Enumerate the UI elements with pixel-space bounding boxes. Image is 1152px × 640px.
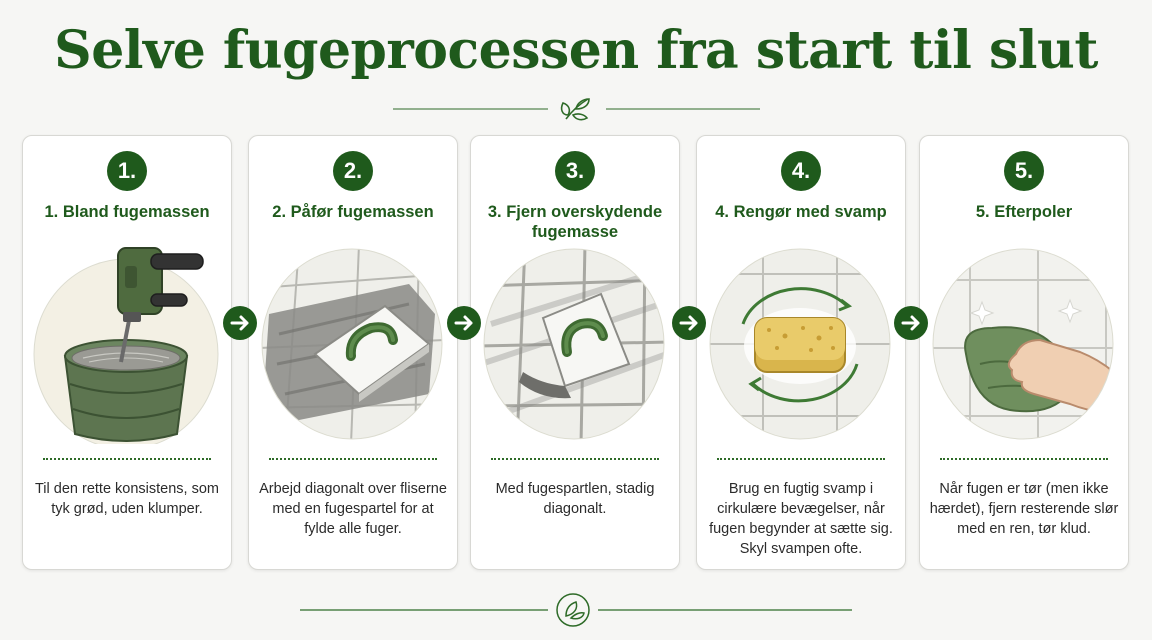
page-title: Selve fugeprocessen fra start til slut [54,20,1098,81]
dotted-separator [491,458,659,460]
arrow-right-circle-icon [447,306,481,340]
step-card-4: 4. 4. Rengør med svamp Brug en fugtig sv… [696,135,906,570]
step-number-badge: 2. [333,151,373,191]
hand-cloth-polishing-illustration [932,248,1114,440]
dotted-separator [269,458,437,460]
step-heading: 5. Efterpoler [975,203,1073,221]
step-description: Når fugen er tør (men ikke hærdet), fjer… [929,481,1119,537]
dotted-separator [717,458,885,460]
step-description: Arbejd diagonalt over fliserne med en fu… [259,481,447,537]
arrow-right-circle-icon [672,306,706,340]
step-description: Med fugespartlen, stadig diagonalt. [495,481,655,517]
bottom-divider [300,593,852,627]
step-number-badge: 3. [555,151,595,191]
step-card-1: 1. 1. Bland fugemassen Til den rette kon… [22,135,232,570]
step-heading: 2. Påfør fugemassen [272,203,434,221]
step-heading: 4. Rengør med svamp [715,203,887,221]
step-description: Til den rette konsistens, som tyk grød, … [34,481,219,517]
arrow-right-circle-icon [223,306,257,340]
top-divider [393,98,760,121]
arrow-right-circle-icon [894,306,928,340]
grout-float-on-tiles-illustration [261,248,443,440]
step-heading: 1. Bland fugemassen [44,203,210,221]
step-number-badge: 5. [1004,151,1044,191]
step-heading: 3. Fjern overskydende fugemasse [487,203,663,241]
sponge-circular-motion-illustration [709,248,891,440]
dotted-separator [940,458,1108,460]
float-scraping-excess-illustration [483,248,665,440]
leaf-sprig-icon [560,98,590,121]
step-number-badge: 1. [107,151,147,191]
drill-mixer-bucket-illustration [33,247,219,444]
step-number-badge: 4. [781,151,821,191]
step-card-2: 2. 2. Påfør fugemassen Arbejd diagonalt … [248,135,458,570]
step-card-5: 5. 5. Efterpoler Når fugen er tør (men i… [919,135,1129,570]
step-description: Brug en fugtig svamp i cirkulære bevægel… [709,481,893,557]
leaf-circle-icon [556,593,590,627]
dotted-separator [43,458,211,460]
step-card-3: 3. 3. Fjern overskydende fugemasse Med f… [470,135,680,570]
